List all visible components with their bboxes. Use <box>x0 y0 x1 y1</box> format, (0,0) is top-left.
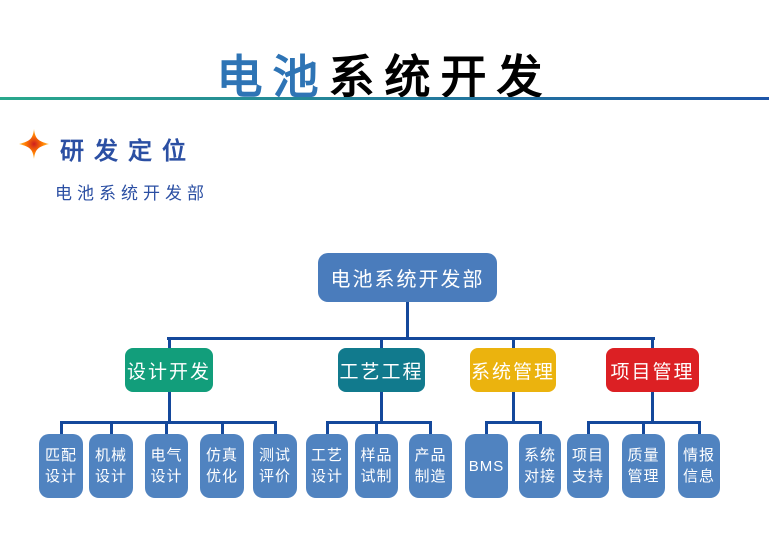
title-highlight: 电池 <box>216 50 329 103</box>
org-node-leaf: 样品试制 <box>355 434 398 498</box>
title-rest: 系统开发 <box>328 50 553 103</box>
org-node-leaf: 测试评价 <box>253 434 297 498</box>
connector-level1-rail <box>167 337 655 340</box>
connector-group4-top <box>651 337 654 348</box>
connector-group2-top <box>380 337 383 348</box>
org-node-leaf: 仿真优化 <box>200 434 244 498</box>
connector-leaf-drop <box>325 421 329 434</box>
header-divider <box>0 97 769 100</box>
org-node-leaf: 机械设计 <box>89 434 133 498</box>
connector-leaf-drop <box>59 421 63 434</box>
connector-leaf-drop <box>697 421 701 434</box>
org-node-group-system: 系统管理 <box>470 348 556 392</box>
connector-root-drop <box>406 302 409 340</box>
connector-group1-drop <box>167 392 171 424</box>
org-node-group-project: 项目管理 <box>606 348 699 392</box>
org-node-root: 电池系统开发部 <box>318 253 497 302</box>
connector-leaf-drop <box>642 421 645 434</box>
connector-leaf-drop <box>429 421 432 434</box>
connector-leaf-drop <box>586 421 590 434</box>
org-node-leaf: 质量管理 <box>622 434 665 498</box>
connector-group1-top <box>167 337 171 348</box>
org-node-group-process: 工艺工程 <box>338 348 425 392</box>
connector-group3-drop <box>511 392 515 424</box>
connector-group2-drop <box>380 392 383 424</box>
connector-leaf-drop <box>485 421 488 434</box>
connector-leaf-drop <box>273 421 277 434</box>
org-node-leaf: 情报信息 <box>678 434 720 498</box>
connector-leaf-drop <box>220 421 224 434</box>
section-heading: 研发定位 <box>60 138 196 165</box>
org-node-leaf: 产品制造 <box>409 434 452 498</box>
connector-group4-drop <box>651 392 654 424</box>
org-node-group-design: 设计开发 <box>125 348 213 392</box>
page-title: 电池系统开发 <box>0 51 769 103</box>
org-node-leaf: 匹配设计 <box>39 434 83 498</box>
sparkle-star-icon <box>19 129 49 159</box>
connector-group2-rail <box>325 421 432 424</box>
connector-group3-top <box>511 337 515 348</box>
connector-leaf-drop <box>538 421 542 434</box>
connector-leaf-drop <box>165 421 168 434</box>
connector-group3-rail <box>485 421 542 424</box>
connector-group1-rail <box>59 421 277 424</box>
org-node-leaf: 项目支持 <box>567 434 609 498</box>
org-node-leaf: 电气设计 <box>145 434 188 498</box>
org-node-leaf: 系统对接 <box>519 434 561 498</box>
connector-leaf-drop <box>109 421 113 434</box>
org-node-leaf: 工艺设计 <box>306 434 348 498</box>
org-node-leaf: BMS <box>465 434 508 498</box>
connector-leaf-drop <box>375 421 378 434</box>
section-subheading: 电池系统开发部 <box>55 184 209 203</box>
